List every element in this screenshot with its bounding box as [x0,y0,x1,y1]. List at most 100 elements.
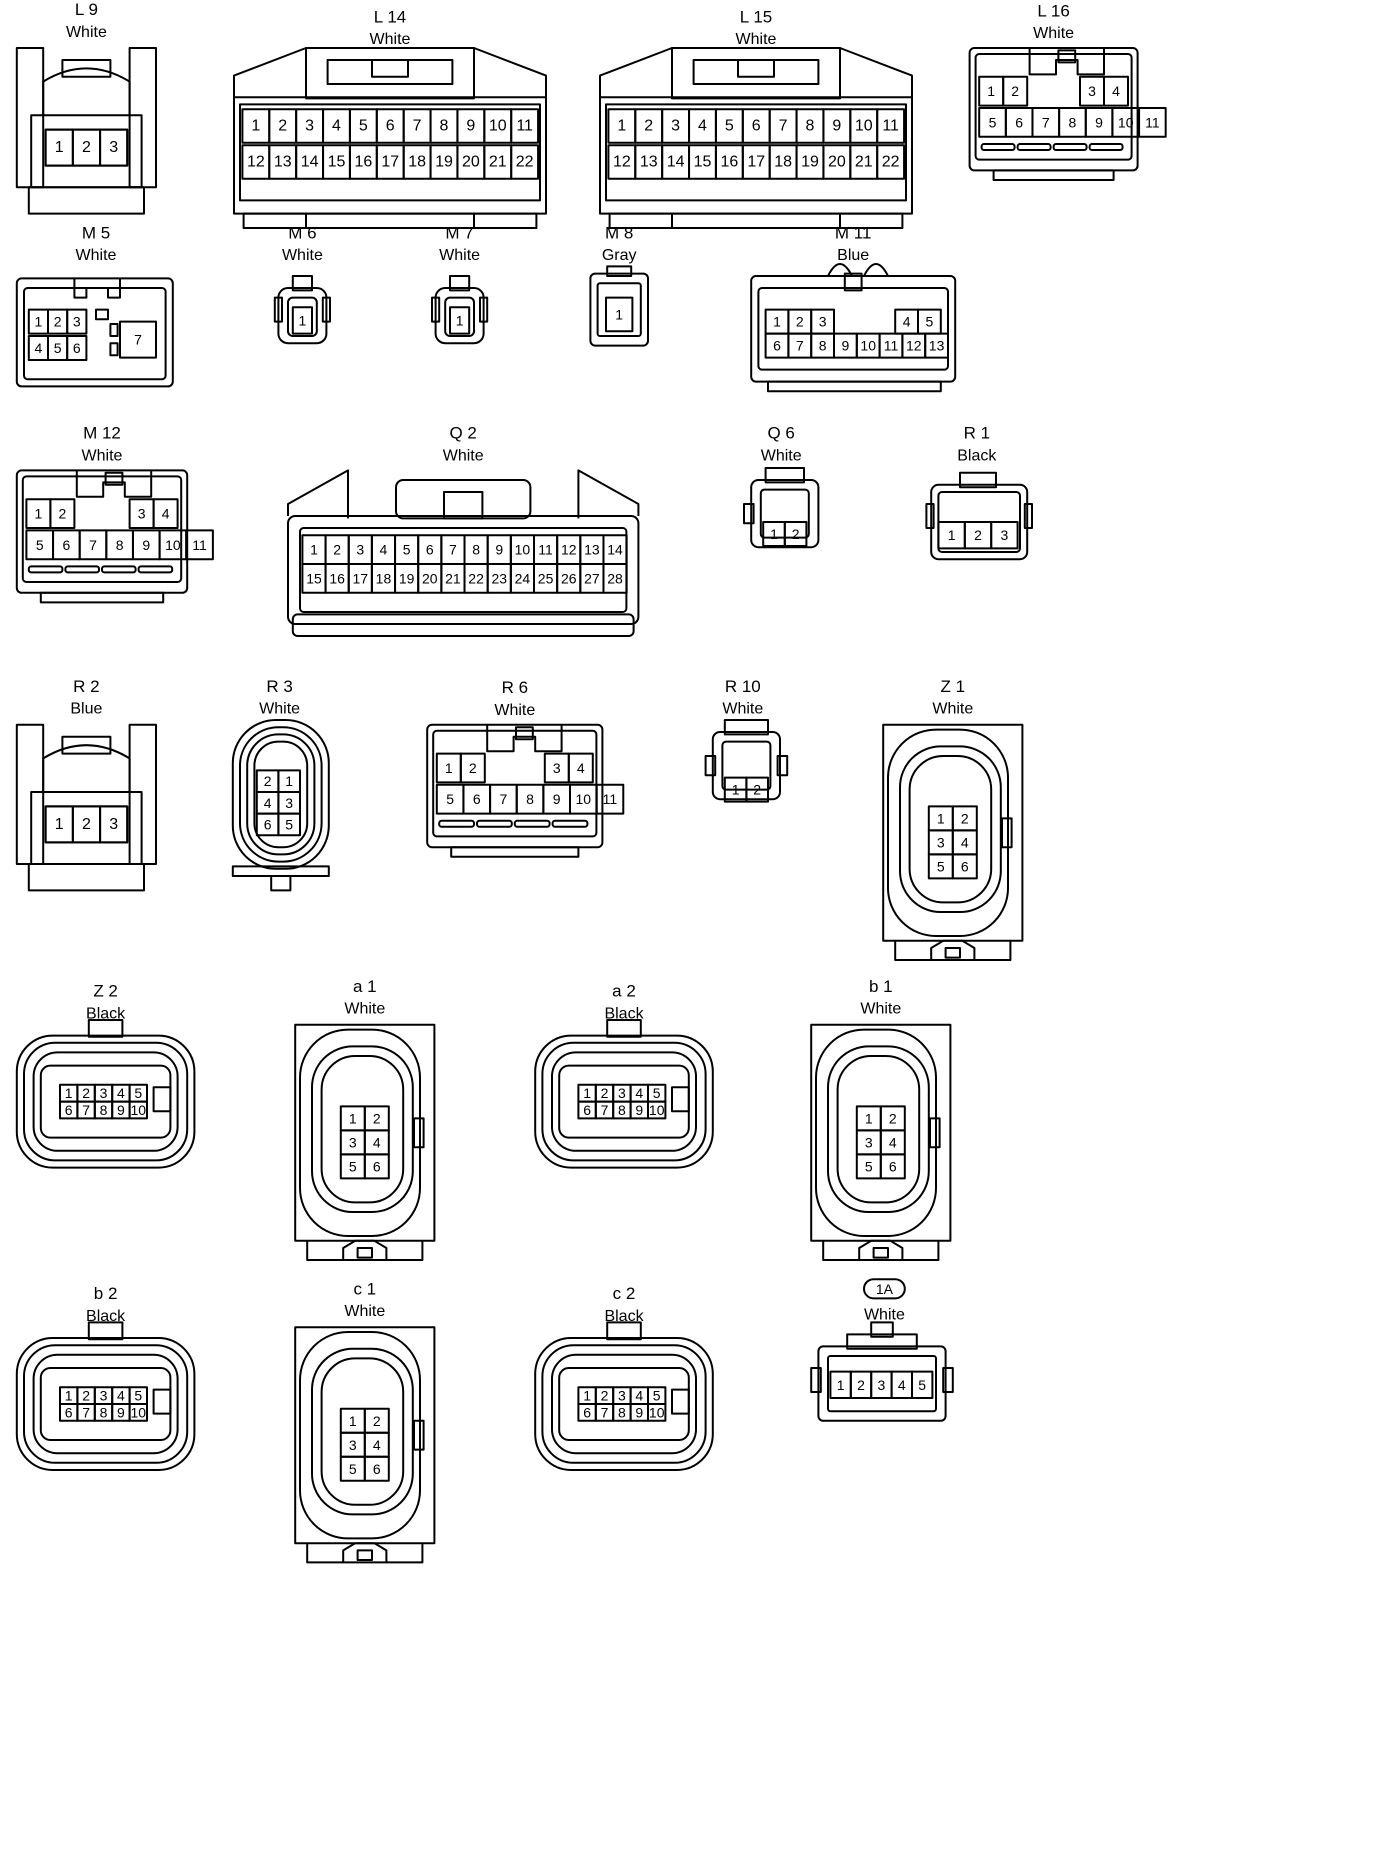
pin-number: 8 [472,542,480,558]
pin-number: 2 [792,526,800,542]
pin-number: 4 [332,118,341,135]
connector-code: R 3 [266,677,292,696]
pin-number: 20 [462,154,480,171]
pin-number: 6 [426,542,434,558]
pin-number: 21 [489,154,507,171]
pin-number: 1 [65,1388,73,1404]
connector-color: White [370,31,411,48]
pin-number: 10 [860,338,876,354]
pin-number: 2 [82,139,91,156]
pin-number: 3 [819,314,827,330]
connector-color: White [722,701,763,718]
pin-number: 24 [515,570,531,586]
pin-number: 15 [306,570,322,586]
pin-number: 11 [1145,114,1160,130]
connector-code: L 9 [75,0,98,19]
pin-number: 1 [583,1085,591,1101]
pin-number: 21 [445,570,461,586]
pin-number: 6 [773,338,781,354]
pin-number: 11 [516,118,533,135]
pin-number: 9 [466,118,475,135]
pin-number: 3 [138,506,146,522]
pin-number: 7 [796,338,804,354]
connector-code: c 2 [613,1284,636,1303]
pin-number: 3 [865,1134,873,1150]
pin-number: 5 [865,1158,873,1174]
pin-number: 7 [601,1404,609,1420]
pin-number: 3 [618,1085,626,1101]
pin-number: 6 [889,1158,897,1174]
pin-number: 1 [35,314,43,330]
pin-number: 6 [583,1102,591,1118]
pin-number: 2 [333,542,341,558]
connector-code: Q 2 [449,424,476,443]
pin-number: 11 [603,791,618,807]
pin-number: 16 [329,570,345,586]
pin-number: 2 [373,1110,381,1126]
connector-code: M 12 [83,424,121,443]
pin-number: 7 [449,542,457,558]
pin-number: 4 [635,1388,643,1404]
pin-number: 5 [403,542,411,558]
pin-number: 1 [65,1085,73,1101]
pin-number: 1 [617,118,626,135]
pin-number: 10 [515,542,531,558]
pin-number: 4 [961,834,969,850]
pin-number: 2 [278,118,287,135]
pin-number: 2 [469,760,477,776]
connector-code: b 1 [869,977,893,996]
pin-number: 6 [65,1404,73,1420]
pin-number: 3 [1001,527,1009,543]
pin-number: 11 [538,542,553,558]
pin-number: 14 [667,154,685,171]
pin-number: 11 [882,118,899,135]
pin-number: 2 [857,1377,865,1393]
connector-code: M 8 [605,223,633,242]
connector-color: White [864,1307,905,1324]
pin-number: 8 [526,791,534,807]
pin-number: 5 [725,118,734,135]
pin-number: 8 [1069,114,1077,130]
pin-number: 5 [918,1377,926,1393]
pin-number: 5 [446,791,454,807]
connector-color: White [76,247,117,264]
connector-color: Blue [837,247,869,264]
connector-code: L 14 [374,7,406,26]
connector-color: Black [86,1006,126,1023]
connector-code: M 11 [835,223,872,242]
pin-number: 17 [353,570,369,586]
pin-number: 2 [59,506,67,522]
pin-number: 23 [491,570,507,586]
pin-number: 12 [561,542,577,558]
pin-number: 6 [583,1404,591,1420]
connector-code: M 5 [82,223,110,242]
pin-number: 2 [54,314,62,330]
pin-number: 8 [806,118,815,135]
pin-number: 6 [373,1461,381,1477]
pin-number: 18 [774,154,792,171]
pin-number: 4 [373,1437,381,1453]
pin-number: 2 [889,1110,897,1126]
pin-number: 3 [349,1134,357,1150]
pin-number: 10 [1118,114,1134,130]
pin-number: 2 [753,782,761,798]
pin-number: 3 [109,139,118,156]
pin-number: 5 [134,1085,142,1101]
pin-number: 7 [134,332,142,348]
pin-number: 7 [601,1102,609,1118]
connector-code: M 6 [288,223,316,242]
pin-number: 2 [601,1085,609,1101]
connector-color: White [761,448,802,465]
connector-code: a 2 [612,982,636,1001]
pin-number: 18 [376,570,392,586]
pin-number: 6 [62,537,70,553]
pin-number: 4 [380,542,388,558]
pin-number: 5 [285,816,293,832]
